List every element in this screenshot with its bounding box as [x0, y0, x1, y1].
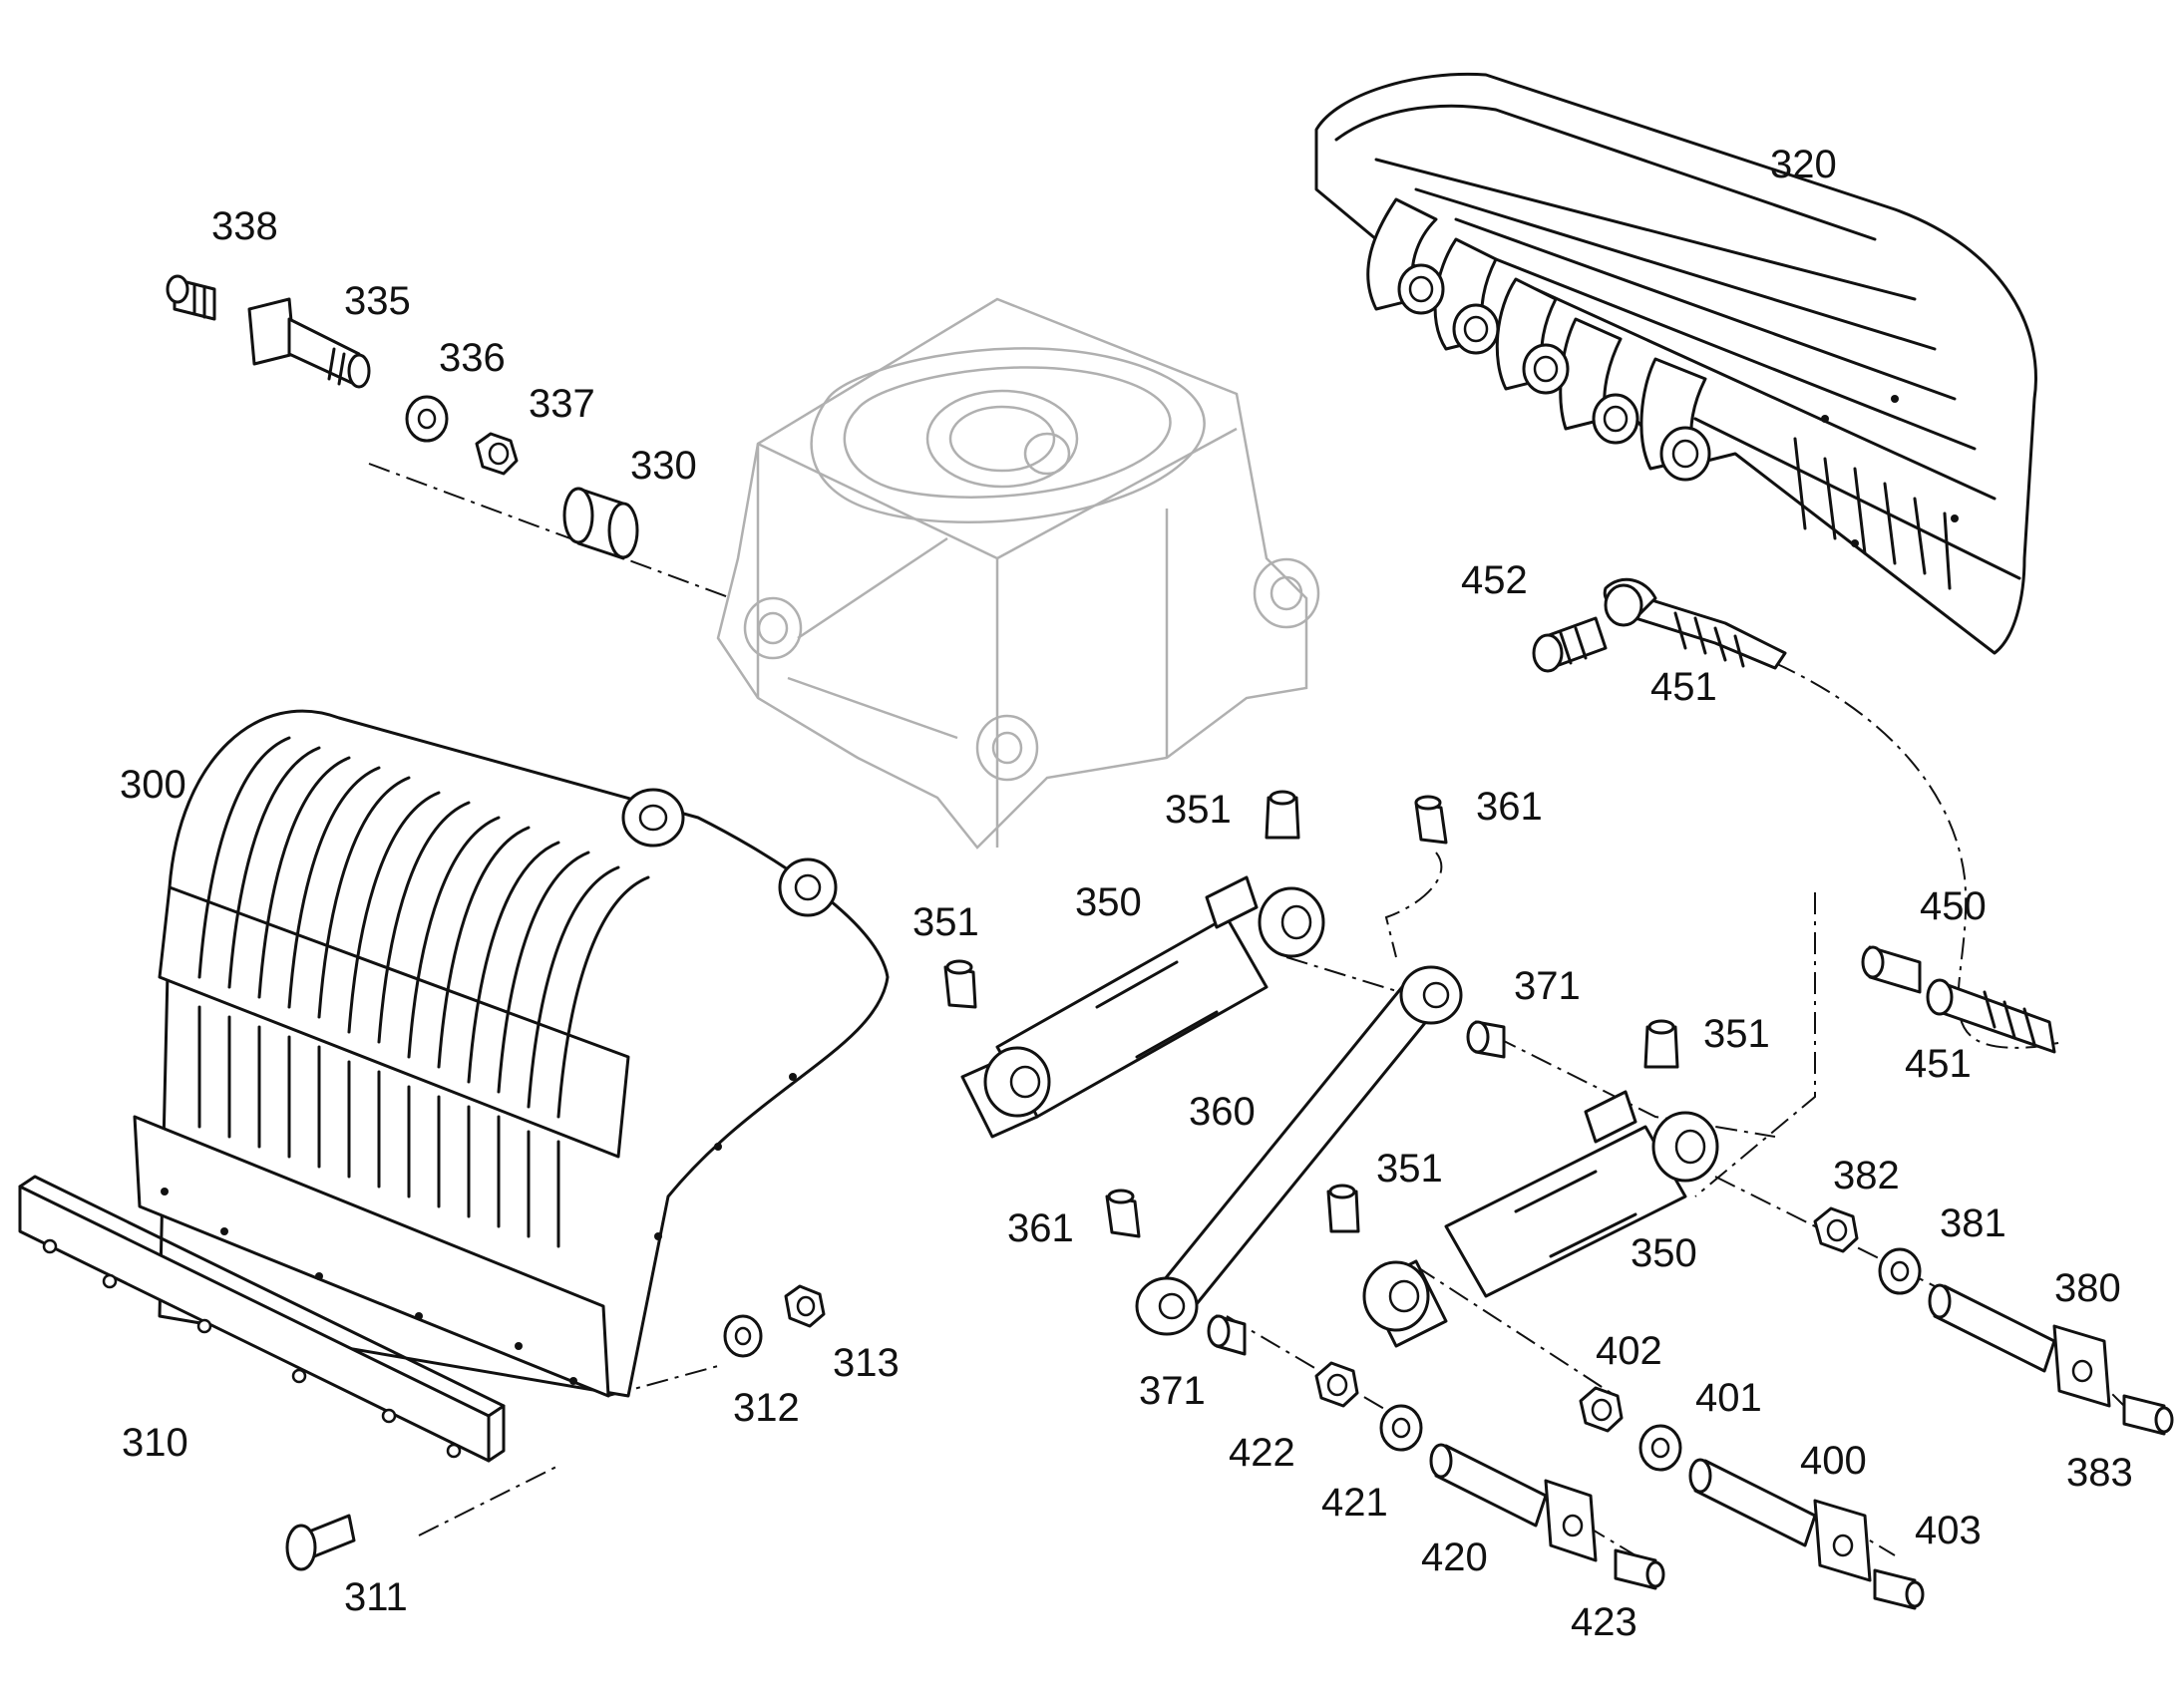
- fitting-450: [1861, 945, 1922, 994]
- bushing-330: [562, 487, 639, 560]
- label-336: 336: [439, 336, 506, 380]
- washer-381: [1878, 1247, 1922, 1295]
- label-313: 313: [833, 1341, 900, 1385]
- label-338: 338: [211, 204, 278, 248]
- label-452: 452: [1461, 558, 1528, 602]
- nut-422: [1314, 1361, 1359, 1408]
- cylinder-350-upper: [960, 875, 1325, 1139]
- bushing-371-b: [1207, 1314, 1247, 1356]
- label-330: 330: [630, 444, 697, 488]
- label-423: 423: [1571, 1600, 1637, 1644]
- label-351-a: 351: [1165, 788, 1232, 832]
- grease-nipple-361-a: [1414, 795, 1448, 845]
- wear-plate-310: [18, 1175, 506, 1463]
- grease-nipple-338: [166, 274, 216, 321]
- pin-380: [1928, 1283, 2111, 1408]
- base-housing-ghost: [716, 297, 1320, 850]
- link-360: [1135, 965, 1463, 1336]
- label-400: 400: [1800, 1439, 1867, 1483]
- label-337: 337: [529, 382, 595, 426]
- nut-337: [475, 432, 519, 476]
- label-381: 381: [1940, 1201, 2006, 1245]
- fitting-452: [1532, 616, 1608, 673]
- grease-nipple-383: [2122, 1394, 2174, 1436]
- nut-402: [1579, 1386, 1624, 1433]
- pin-420: [1429, 1443, 1598, 1562]
- label-350-lower: 350: [1631, 1231, 1697, 1275]
- label-401: 401: [1695, 1376, 1762, 1420]
- screw-311: [285, 1514, 356, 1571]
- label-451-lower: 451: [1905, 1042, 1972, 1086]
- label-361-b: 361: [1007, 1206, 1074, 1250]
- grease-nipple-351-c: [1643, 1019, 1679, 1069]
- label-361-a: 361: [1476, 785, 1543, 829]
- bushing-371-a: [1466, 1020, 1506, 1059]
- label-312: 312: [733, 1386, 800, 1430]
- label-320: 320: [1770, 143, 1837, 186]
- cylinder-350-lower: [1362, 1090, 1719, 1348]
- label-335: 335: [344, 279, 411, 323]
- shell-300: [133, 709, 890, 1398]
- label-371-a: 371: [1514, 964, 1581, 1008]
- label-351-c: 351: [1703, 1012, 1770, 1056]
- label-311: 311: [344, 1575, 408, 1619]
- hose-451-lower: [1926, 978, 2056, 1054]
- label-421: 421: [1321, 1481, 1388, 1525]
- label-351-d: 351: [1376, 1147, 1443, 1191]
- hose-451-upper: [1603, 577, 1787, 670]
- washer-336: [405, 395, 449, 443]
- grease-nipple-351-a: [1265, 790, 1300, 840]
- part-labels: 300 310 311 312 313 320 330 335 336 337 …: [120, 143, 2133, 1644]
- label-351-b: 351: [912, 900, 979, 944]
- washer-312: [723, 1314, 763, 1358]
- label-420: 420: [1421, 1536, 1488, 1579]
- label-300: 300: [120, 763, 186, 807]
- label-310: 310: [122, 1421, 188, 1465]
- label-422: 422: [1229, 1431, 1295, 1475]
- pin-400: [1688, 1458, 1872, 1582]
- shell-320: [1314, 72, 2037, 655]
- nut-313: [784, 1284, 826, 1328]
- washer-421: [1379, 1404, 1423, 1452]
- label-450: 450: [1920, 884, 1987, 928]
- grease-nipple-351-d: [1326, 1184, 1360, 1233]
- grease-nipple-423: [1614, 1548, 1665, 1590]
- grease-nipple-351-b: [943, 959, 977, 1009]
- label-403: 403: [1915, 1509, 1982, 1552]
- washer-401: [1638, 1424, 1682, 1472]
- label-360: 360: [1189, 1090, 1256, 1134]
- pin-335: [247, 297, 371, 389]
- label-402: 402: [1596, 1329, 1662, 1373]
- label-382: 382: [1833, 1154, 1900, 1197]
- label-383: 383: [2066, 1451, 2133, 1495]
- label-350-upper: 350: [1075, 880, 1142, 924]
- nut-382: [1813, 1206, 1859, 1253]
- label-380: 380: [2054, 1266, 2121, 1310]
- grease-nipple-361-b: [1105, 1189, 1141, 1238]
- label-371-b: 371: [1139, 1369, 1206, 1413]
- label-451-upper: 451: [1650, 665, 1717, 709]
- grease-nipple-403: [1873, 1568, 1925, 1610]
